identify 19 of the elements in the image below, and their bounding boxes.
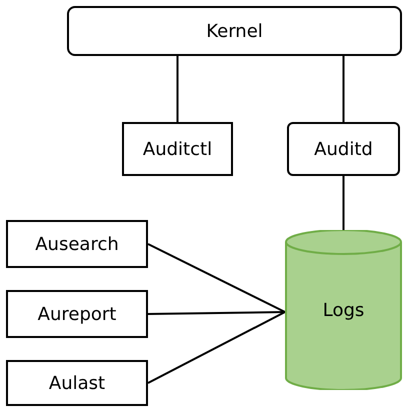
node-label: Kernel	[206, 20, 263, 42]
node-label: Logs	[322, 300, 364, 320]
node-label: Aulast	[48, 372, 106, 394]
process-box	[122, 122, 233, 176]
kernel-box	[67, 6, 402, 56]
node-label: Aureport	[38, 304, 116, 324]
node-label: Auditd	[314, 138, 373, 160]
process-box	[287, 122, 400, 176]
connector-line	[176, 56, 178, 122]
process-box	[6, 220, 148, 268]
connector-line	[148, 243, 286, 313]
connector-line	[342, 56, 344, 122]
node-label: Auditctl	[142, 138, 212, 160]
node-label: Ausearch	[35, 234, 119, 254]
process-box	[6, 290, 148, 338]
process-box	[6, 360, 148, 406]
connector-line	[148, 311, 286, 315]
connector-line	[148, 311, 286, 384]
connector-line	[342, 176, 344, 230]
